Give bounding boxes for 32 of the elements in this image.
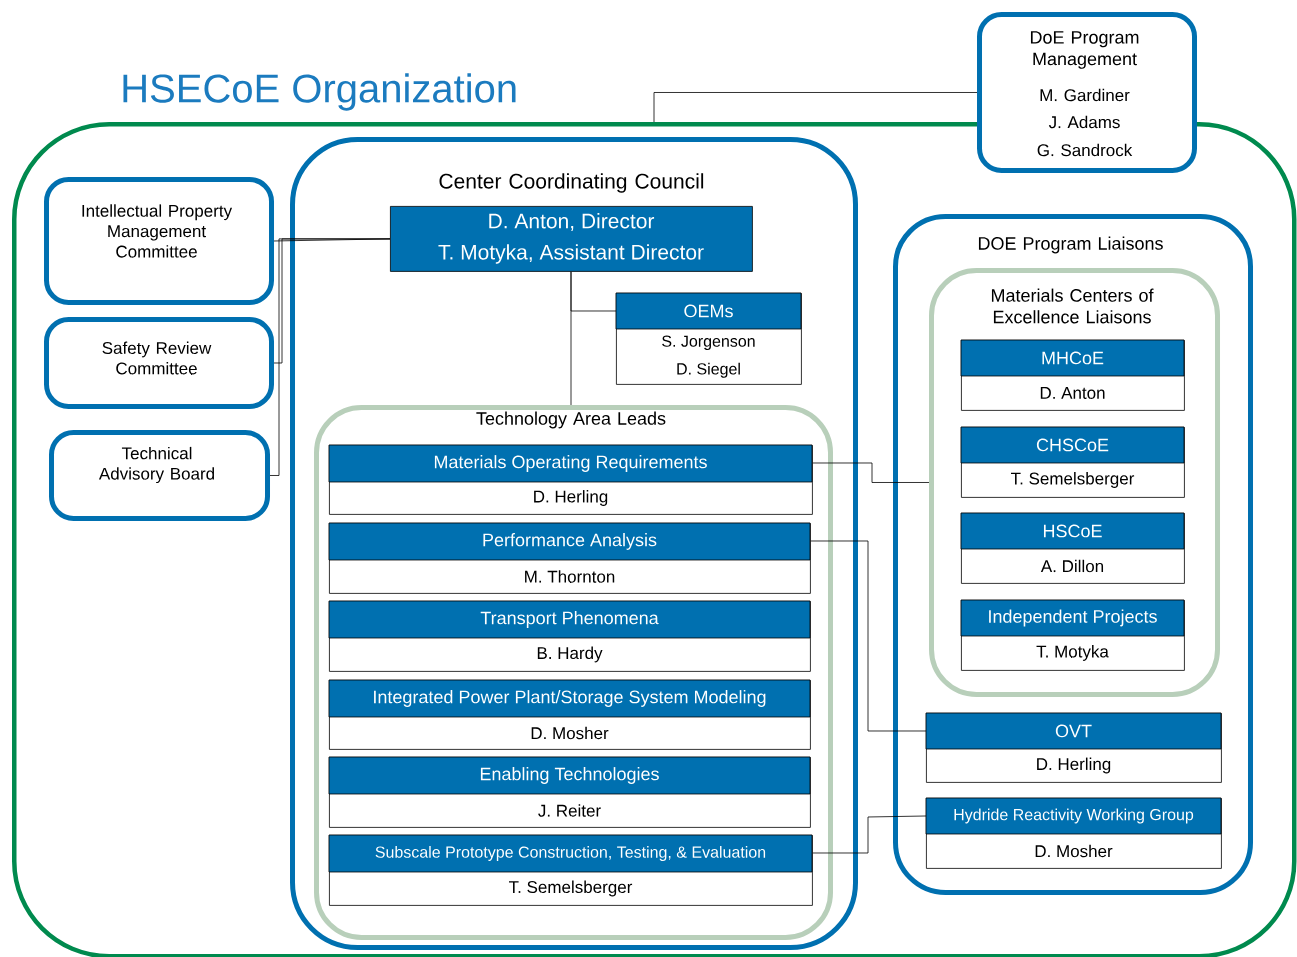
connector-line [812,462,930,483]
liaison-box: Independent Projects T. Motyka [960,599,1185,671]
connector-line [810,540,927,732]
liaison-box: HSCoE A. Dillon [960,512,1185,584]
lead-box: Performance Analysis M. Thornton [328,522,811,594]
connector-line [812,815,927,854]
lead-box: Enabling Technologies J. Reiter [328,756,811,828]
person-name: M. Gardiner [1040,88,1130,102]
heading: DOE Program Liaisons [978,236,1163,254]
oem-box: OEMs S. Jorgenson D. Siegel [615,292,802,385]
liaison-box: CHSCoE T. Semelsberger [960,426,1185,498]
box-title: Intellectual Property Management Committee [82,204,233,258]
lead-box: Subscale Prototype Construction, Testing, & Evaluation T. Semelsberger [328,834,813,906]
connector-line [570,271,572,406]
connector-line [269,238,391,476]
liaison-box: MHCoE D. Anton [960,339,1185,411]
heading: Center Coordinating Council [439,173,704,193]
lead-box: Integrated Power Plant/Storage System Modeling D. Mosher [328,679,811,750]
box-title: Technical Advisory Board [98,446,214,484]
diagram-title: HSECoE Organization [123,73,516,111]
lead-box: Materials Operating Requirements D. Herling [328,444,813,515]
heading: Technology Area Leads [476,411,666,429]
box-title: Safety Review Committee [102,341,212,375]
person-name: G. Sandrock [1037,143,1133,157]
person-name: J. Adams [1048,115,1120,129]
connector-line [653,92,978,123]
heading: Materials Centers of Excellence Liaisons [991,288,1154,324]
liaison-box: Hydride Reactivity Working Group D. Mosher [925,797,1222,869]
liaison-box: OVT D. Herling [925,712,1222,783]
box-title: DoE Program Management [1030,31,1139,69]
director-box: D. Anton, Director T. Motyka, Assistant Director [390,206,753,272]
lead-box: Transport Phenomena B. Hardy [328,600,811,672]
